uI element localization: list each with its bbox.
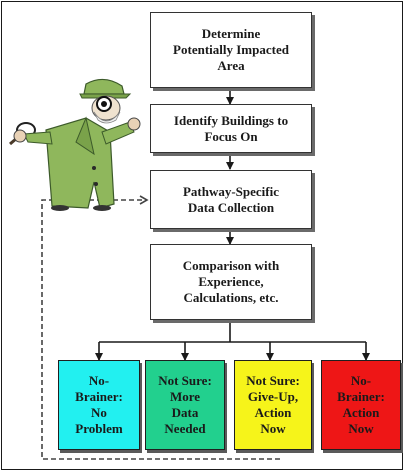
outcome-no-brainer-no-problem: No- Brainer: No Problem <box>58 360 140 450</box>
step-identify-buildings: Identify Buildings to Focus On <box>150 104 312 153</box>
detective-icon <box>9 78 141 211</box>
step-comparison: Comparison with Experience, Calculations… <box>150 244 312 320</box>
dashed-feedback-arrow <box>139 195 149 205</box>
step-pathway-data-collection: Pathway-Specific Data Collection <box>150 170 312 229</box>
outcome-not-sure-more-data: Not Sure: More Data Needed <box>145 360 225 450</box>
step-determine-impacted-area: Determine Potentially Impacted Area <box>150 12 312 88</box>
outcome-no-brainer-action-now: No- Brainer: Action Now <box>321 360 401 450</box>
dashed-feedback-loop <box>41 199 280 460</box>
outcome-not-sure-give-up-action: Not Sure: Give-Up, Action Now <box>234 360 312 450</box>
